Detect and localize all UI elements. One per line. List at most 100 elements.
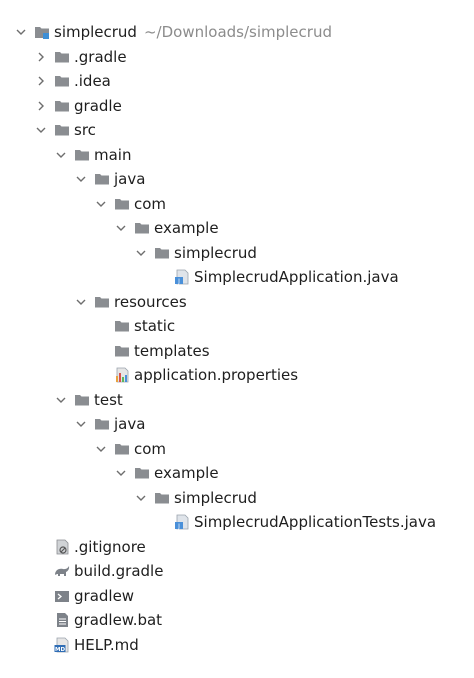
tree-folder-row[interactable]: src: [0, 118, 474, 143]
svg-text:J: J: [177, 278, 180, 285]
tree-file-row[interactable]: application.properties: [0, 363, 474, 388]
folder-icon: [154, 245, 170, 261]
tree-item-label: simplecrud: [174, 243, 257, 262]
tree-item-label: .idea: [74, 72, 111, 90]
text-file-icon: [54, 612, 70, 628]
folder-icon: [154, 490, 170, 506]
tree-item-label: java: [114, 170, 146, 188]
tree-folder-row[interactable]: main: [0, 143, 474, 168]
tree-item-label: java: [114, 415, 146, 433]
folder-icon: [54, 73, 70, 89]
tree-item-label: SimplecrudApplicationTests.java: [194, 513, 437, 531]
chevron-down-icon[interactable]: [114, 221, 128, 235]
tree-folder-row[interactable]: java: [0, 167, 474, 192]
chevron-down-icon[interactable]: [74, 295, 88, 309]
tree-folder-row[interactable]: static: [0, 314, 474, 339]
tree-file-row[interactable]: build.gradle: [0, 559, 474, 584]
tree-item-label: gradle: [74, 96, 122, 115]
folder-icon: [94, 171, 110, 187]
tree-item-label: static: [134, 317, 176, 335]
tree-item-label: application.properties: [134, 366, 299, 384]
chevron-right-icon[interactable]: [34, 74, 48, 88]
tree-item-label: build.gradle: [74, 562, 164, 580]
folder-icon: [54, 98, 70, 114]
tree-folder-row[interactable]: resources: [0, 290, 474, 315]
tree-folder-row[interactable]: simplecrud: [0, 486, 474, 511]
tree-item-label: HELP.md: [74, 635, 139, 654]
chevron-down-icon[interactable]: [54, 393, 68, 407]
folder-icon: [114, 196, 130, 212]
tree-item-label: templates: [134, 341, 210, 360]
tree-item-label: .gradle: [74, 47, 127, 66]
markdown-file-icon: MD: [54, 637, 70, 653]
tree-item-label: com: [134, 194, 167, 213]
tree-item-label: example: [154, 464, 219, 482]
svg-text:MD: MD: [55, 646, 65, 652]
project-path-hint: ~/Downloads/simplecrud: [143, 23, 332, 41]
folder-icon: [134, 465, 150, 481]
chevron-right-icon[interactable]: [34, 50, 48, 64]
tree-file-row[interactable]: gradlew.bat: [0, 608, 474, 633]
properties-file-icon: [114, 367, 130, 383]
chevron-down-icon[interactable]: [134, 491, 148, 505]
folder-icon: [114, 343, 130, 359]
folder-icon: [134, 220, 150, 236]
chevron-down-icon[interactable]: [94, 197, 108, 211]
folder-icon: [54, 49, 70, 65]
folder-icon: [74, 392, 90, 408]
tree-item-label: .gitignore: [74, 537, 146, 556]
tree-folder-row[interactable]: example: [0, 461, 474, 486]
tree-folder-row[interactable]: templates: [0, 339, 474, 364]
tree-item-label: gradlew.bat: [74, 611, 163, 629]
gradle-elephant-icon: [54, 563, 70, 579]
java-file-icon: J: [174, 514, 190, 530]
tree-folder-row[interactable]: test: [0, 388, 474, 413]
tree-folder-row[interactable]: java: [0, 412, 474, 437]
tree-folder-row[interactable]: com: [0, 437, 474, 462]
folder-icon: [94, 294, 110, 310]
tree-item-label: simplecrud: [174, 488, 257, 507]
tree-folder-row[interactable]: com: [0, 192, 474, 217]
tree-folder-row[interactable]: .idea: [0, 69, 474, 94]
tree-folder-row[interactable]: gradle: [0, 94, 474, 119]
folder-icon: [94, 416, 110, 432]
chevron-down-icon[interactable]: [14, 25, 28, 39]
project-root-label: simplecrud ~/Downloads/simplecrud: [54, 23, 332, 41]
tree-item-label: com: [134, 439, 167, 458]
chevron-down-icon[interactable]: [94, 442, 108, 456]
tree-item-label: src: [74, 121, 96, 139]
shell-script-icon: [54, 588, 70, 604]
svg-text:J: J: [177, 523, 180, 530]
tree-folder-row[interactable]: simplecrud: [0, 241, 474, 266]
folder-icon: [74, 147, 90, 163]
tree-file-row[interactable]: J SimplecrudApplicationTests.java: [0, 510, 474, 535]
tree-file-row[interactable]: J SimplecrudApplication.java: [0, 265, 474, 290]
tree-item-label: main: [94, 145, 132, 164]
chevron-down-icon[interactable]: [114, 466, 128, 480]
java-file-icon: J: [174, 269, 190, 285]
project-root-row[interactable]: simplecrud ~/Downloads/simplecrud: [0, 20, 474, 45]
chevron-down-icon[interactable]: [54, 148, 68, 162]
tree-item-label: SimplecrudApplication.java: [194, 268, 399, 286]
tree-folder-row[interactable]: example: [0, 216, 474, 241]
folder-icon: [114, 441, 130, 457]
tree-file-row[interactable]: MD HELP.md: [0, 633, 474, 658]
project-module-icon: [34, 24, 50, 40]
tree-item-label: test: [94, 390, 123, 409]
project-tree: simplecrud ~/Downloads/simplecrud .gradle…: [0, 20, 474, 657]
folder-icon: [54, 122, 70, 138]
tree-item-label: example: [154, 219, 219, 237]
tree-folder-row[interactable]: .gradle: [0, 45, 474, 70]
tree-item-label: resources: [114, 292, 187, 311]
project-name: simplecrud: [54, 23, 137, 41]
folder-icon: [114, 318, 130, 334]
tree-file-row[interactable]: gradlew: [0, 584, 474, 609]
chevron-right-icon[interactable]: [34, 99, 48, 113]
chevron-down-icon[interactable]: [34, 123, 48, 137]
chevron-down-icon[interactable]: [134, 246, 148, 260]
chevron-down-icon[interactable]: [74, 172, 88, 186]
chevron-down-icon[interactable]: [74, 417, 88, 431]
tree-item-label: gradlew: [74, 586, 135, 605]
gitignore-file-icon: [54, 539, 70, 555]
tree-file-row[interactable]: .gitignore: [0, 535, 474, 560]
